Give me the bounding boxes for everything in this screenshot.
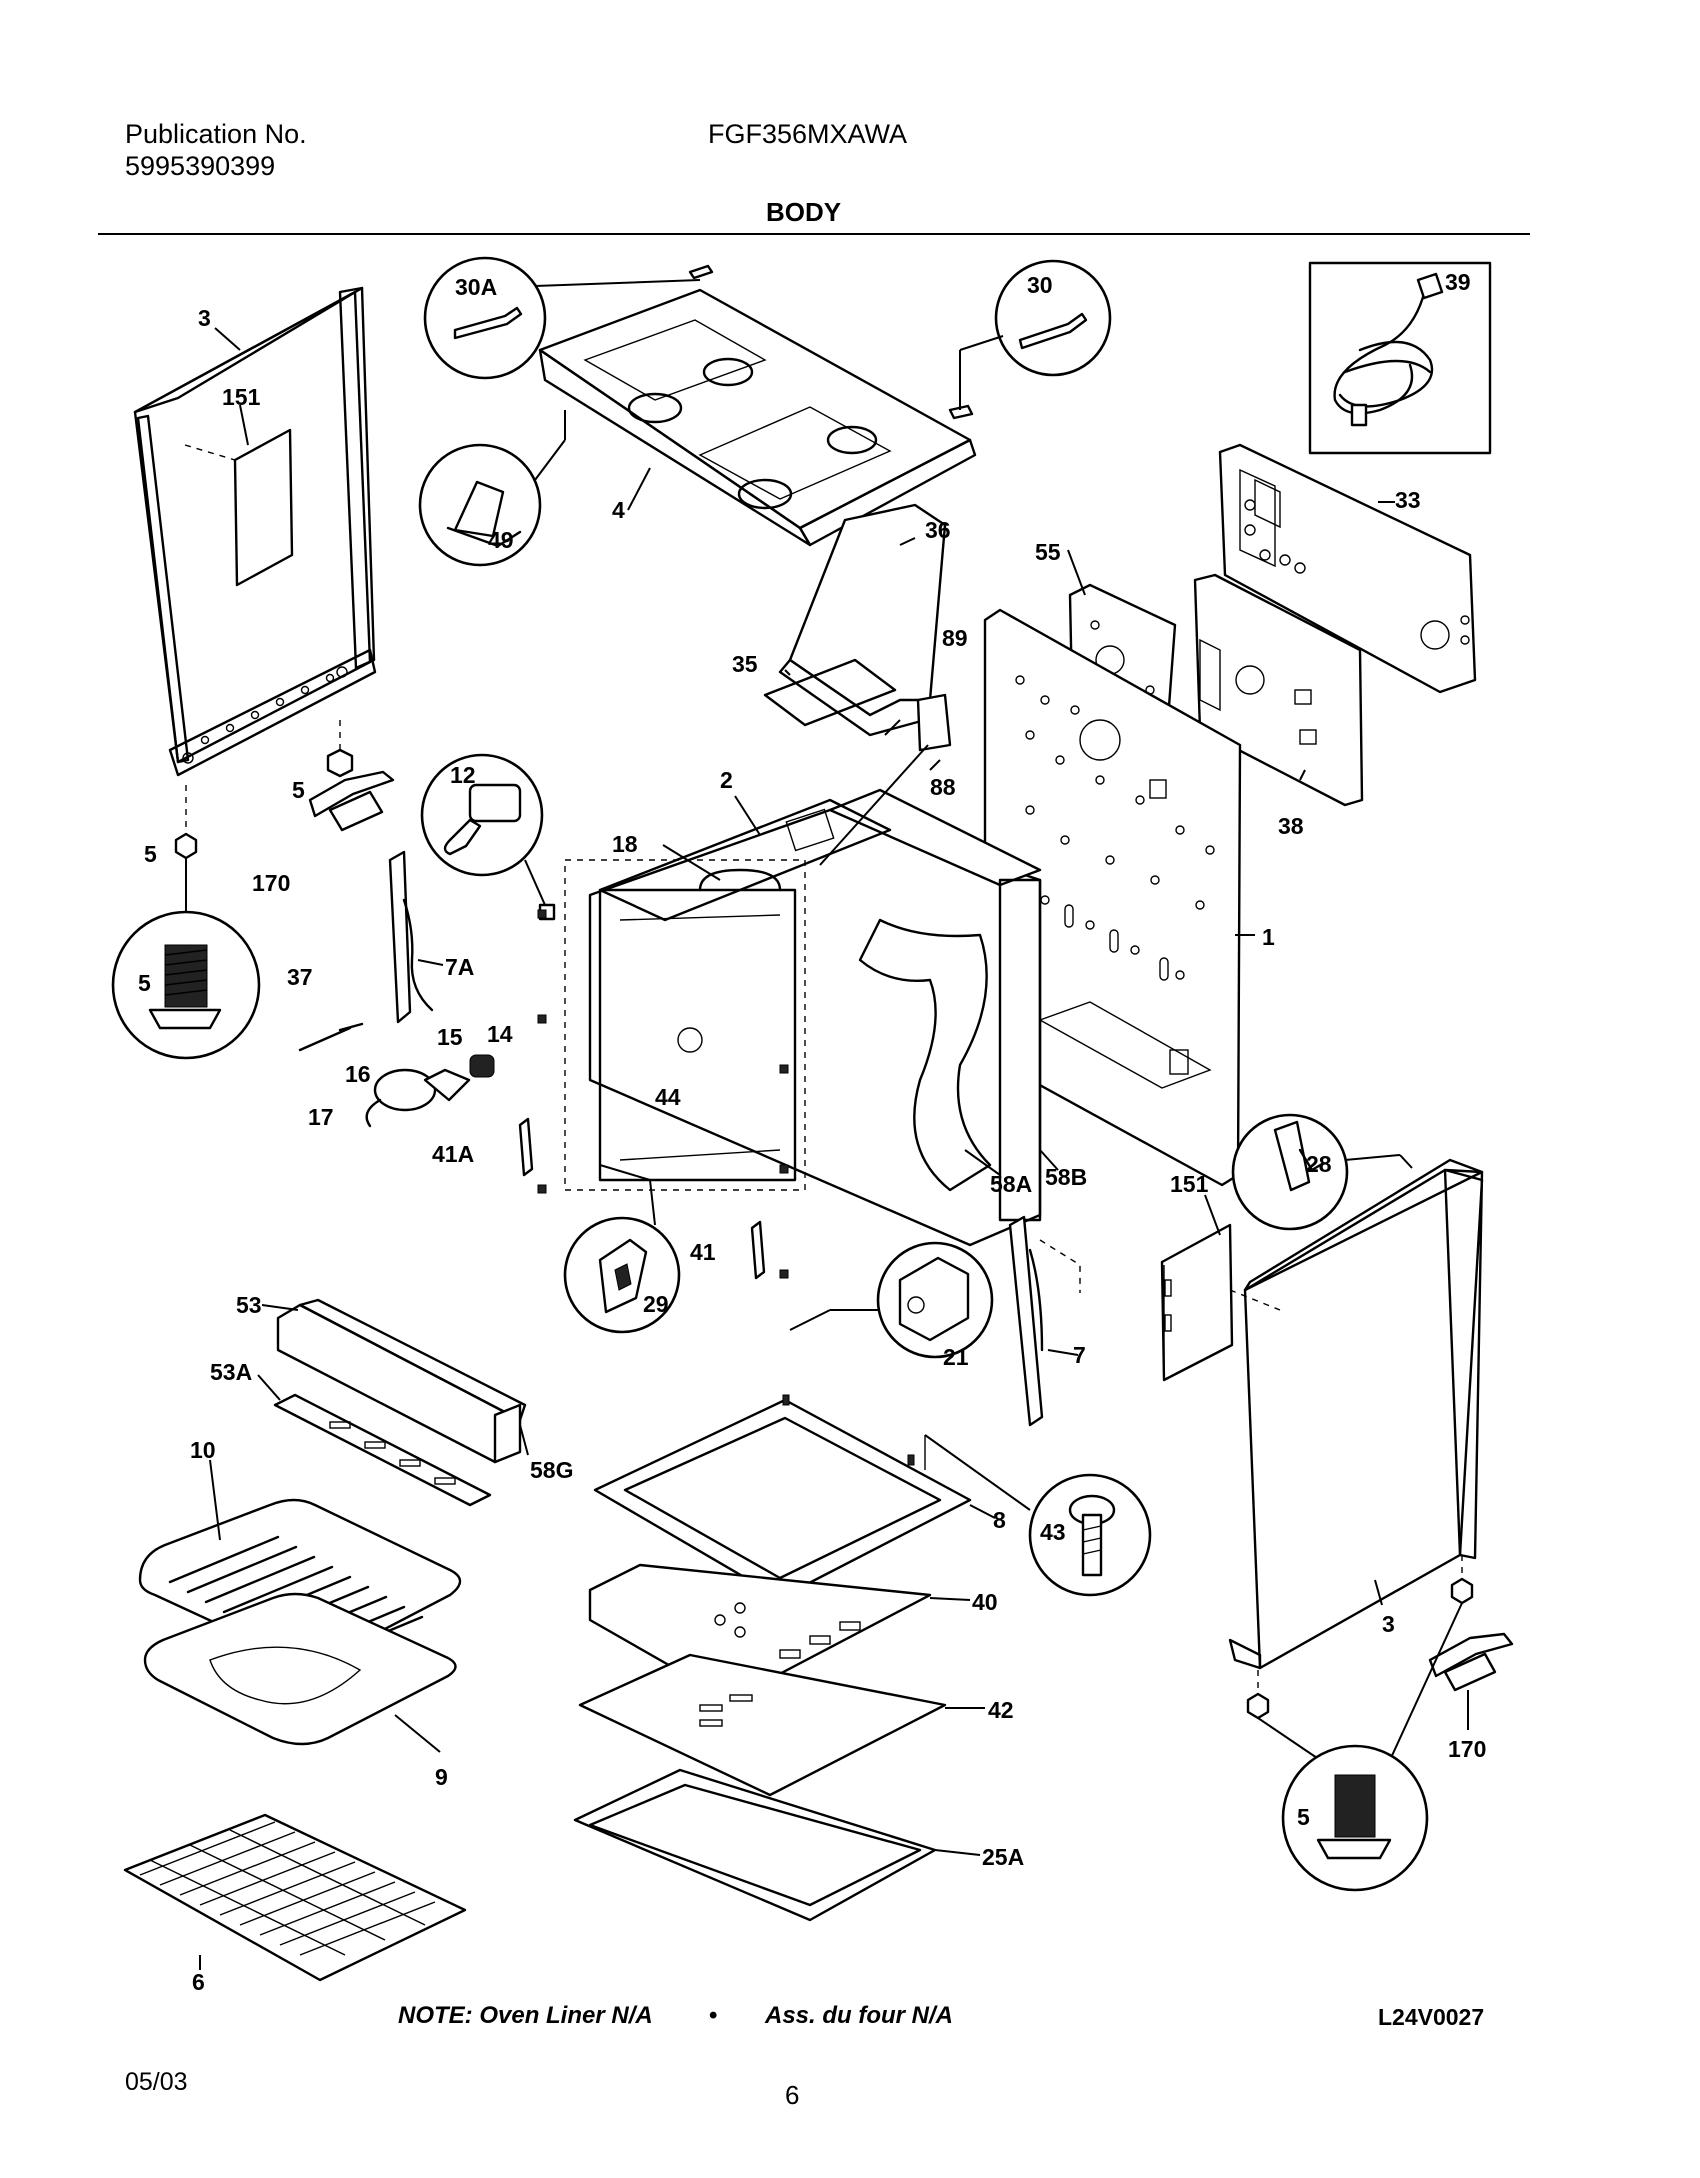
callout-39: 39 [1445,269,1471,295]
igniter-detail [420,753,556,921]
callout-10: 10 [190,1437,216,1463]
screw-detail [924,1434,1152,1597]
callout-41: 41 [690,1239,716,1265]
callout-5-mid: 5 [144,841,157,867]
callout-53a: 53A [210,1359,252,1385]
cooktop-bracket-detail-30 [948,259,1112,420]
leveling-leg-detail-right [1246,1555,1474,1892]
callout-151-right: 151 [1170,1171,1209,1197]
latch-detail [876,1241,994,1359]
callout-7a: 7A [445,954,474,980]
callout-5-upper: 5 [292,777,305,803]
oven-body-frame [564,788,1042,1247]
callout-labels: 3 151 5 5 5 170 30A 49 4 30 39 33 55 38 … [138,269,1486,1995]
back-panel [983,608,1242,1187]
callout-43: 43 [1040,1519,1066,1545]
callout-35: 35 [732,651,758,677]
back-cover [1218,443,1477,694]
callout-18: 18 [612,831,638,857]
callout-leaders [199,327,1395,1970]
callout-14: 14 [487,1021,513,1047]
section-title: BODY [766,197,842,227]
callout-49: 49 [488,527,514,553]
anti-tip-bracket-right [1428,1632,1514,1730]
callout-42: 42 [988,1697,1014,1723]
callout-55: 55 [1035,539,1061,565]
callout-8: 8 [993,1507,1006,1533]
callout-40: 40 [972,1589,998,1615]
callout-5-circle-right: 5 [1297,1804,1310,1830]
callout-15: 15 [437,1024,463,1050]
note-oven-liner-french: Ass. du four N/A [765,2002,954,2029]
callout-12: 12 [450,762,476,788]
callout-16: 16 [345,1061,371,1087]
callout-5-circle-left: 5 [138,970,151,996]
callout-36: 36 [925,517,951,543]
publication-date: 05/03 [125,2068,188,2096]
callout-151-left: 151 [222,384,261,410]
callout-3-left: 3 [198,305,211,331]
right-side-panel [1228,1158,1484,1670]
flame-spreader [578,1653,985,1797]
cooktop [538,288,977,547]
callout-58a: 58A [990,1171,1032,1197]
header-rule [98,233,1530,235]
door-catch-detail [563,1216,681,1334]
callout-58b: 58B [1045,1164,1087,1190]
callout-21: 21 [943,1344,969,1370]
callout-38: 38 [1278,813,1304,839]
cooktop-clip-detail-49 [418,410,566,567]
callout-9: 9 [435,1764,448,1790]
door-hinge-right [1008,1215,1081,1427]
callout-17: 17 [308,1104,334,1130]
leveling-leg-detail-left [111,910,261,1060]
callout-170-right: 170 [1448,1736,1486,1762]
callout-41a: 41A [432,1141,474,1167]
callout-28: 28 [1306,1151,1332,1177]
oven-bottom [593,1398,996,1600]
cooktop-bracket-detail-30a [423,256,714,380]
callout-2: 2 [720,767,733,793]
broiler-pan [138,1498,462,1746]
fasteners [537,909,915,1466]
note-separator: • [709,2002,718,2029]
callout-44: 44 [655,1084,681,1110]
publication-number: 5995390399 [125,151,276,181]
side-bracket-right [1160,1223,1281,1382]
callout-6: 6 [192,1969,205,1995]
callout-30: 30 [1027,272,1053,298]
callout-3-right: 3 [1382,1611,1395,1637]
door-hinge-left [298,850,434,1052]
callout-1: 1 [1262,924,1275,950]
diagram-code: L24V0027 [1378,2004,1485,2030]
callout-30a: 30A [455,274,497,300]
publication-label: Publication No. [125,119,307,149]
callout-29: 29 [643,1291,669,1317]
oven-light-assembly [365,1054,495,1128]
callout-58g: 58G [530,1457,573,1483]
callout-170-left: 170 [252,870,290,896]
callout-4: 4 [612,497,625,523]
callout-88: 88 [930,774,956,800]
model-number: FGF356MXAWA [708,119,908,149]
oven-rack [123,1813,467,1982]
power-cord-box [1308,261,1492,455]
callout-53: 53 [236,1292,262,1318]
anti-tip-bracket-left [308,770,395,832]
leveling-leg-top-left [174,720,354,918]
kick-panel [273,1298,527,1507]
rack-support-brackets [518,1117,880,1331]
callout-37: 37 [287,964,313,990]
callout-33: 33 [1395,487,1421,513]
oven-sensor [819,693,952,866]
callout-89: 89 [942,625,968,651]
hinge-receiver-detail [1231,1113,1413,1231]
page-number: 6 [785,2080,800,2110]
callout-25a: 25A [982,1844,1024,1870]
left-side-panel [133,286,377,777]
note-oven-liner: NOTE: Oven Liner N/A [398,2002,653,2029]
broiler-drawer-frame [573,1768,981,1922]
callout-7: 7 [1073,1342,1086,1368]
